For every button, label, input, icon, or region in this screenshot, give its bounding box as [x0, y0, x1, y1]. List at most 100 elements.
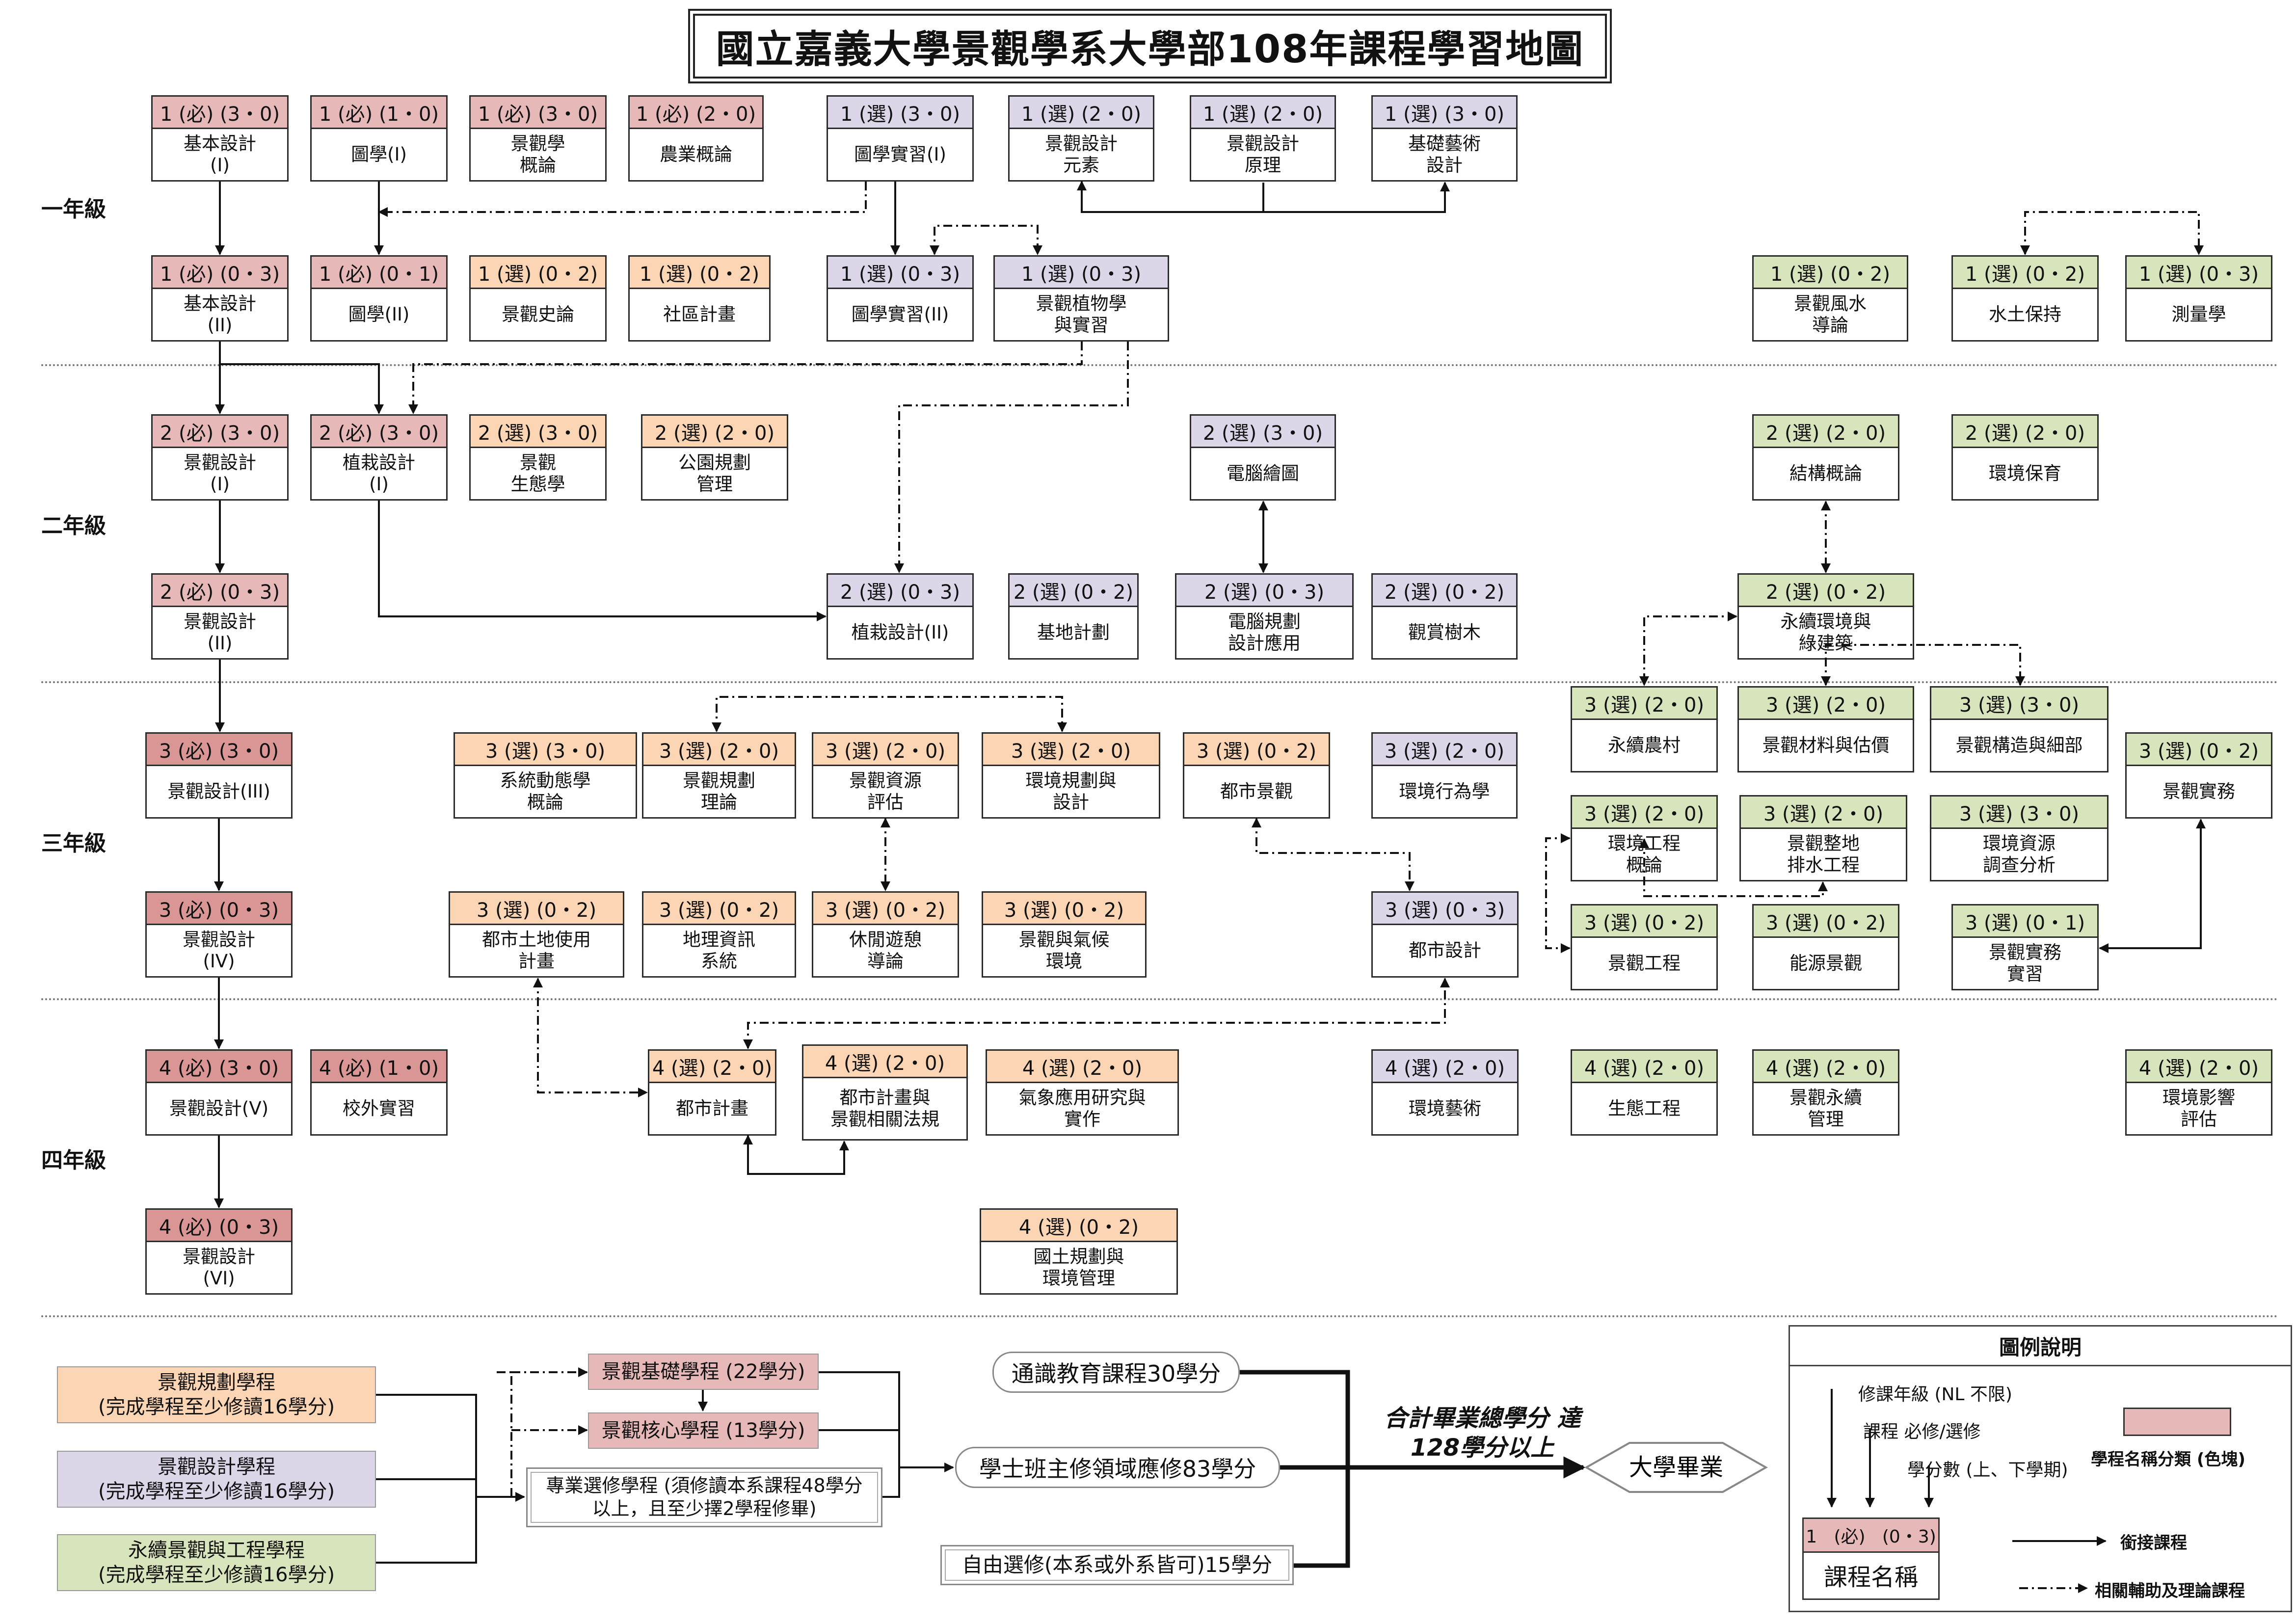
course-card[interactable]: 3 (選) (2・0)景觀規劃 理論 — [642, 732, 796, 819]
course-card[interactable]: 3 (選) (0・2)景觀工程 — [1571, 904, 1718, 990]
course-card[interactable]: 1 (必) (0・1)圖學(II) — [310, 255, 448, 342]
course-card[interactable]: 1 (必) (1・0)圖學(I) — [310, 95, 448, 182]
related-arrow — [1545, 833, 1571, 953]
course-card[interactable]: 3 (選) (0・2)地理資訊 系統 — [642, 891, 796, 978]
year-divider — [41, 998, 2279, 1000]
related-arrow — [2020, 211, 2204, 255]
program-design[interactable]: 景觀設計學程 (完成學程至少修讀16學分) — [57, 1451, 376, 1508]
course-card[interactable]: 4 (必) (1・0)校外實習 — [310, 1049, 448, 1136]
course-card[interactable]: 2 (選) (0・2)觀賞樹木 — [1371, 573, 1518, 660]
course-card[interactable]: 2 (選) (0・3)植栽設計(II) — [827, 573, 974, 660]
course-card[interactable]: 3 (選) (0・3)都市設計 — [1371, 891, 1519, 978]
program-core[interactable]: 景觀核心學程 (13學分) — [588, 1412, 819, 1449]
course-card[interactable]: 4 (選) (2・0)都市計畫與 景觀相關法規 — [802, 1044, 968, 1141]
course-card[interactable]: 4 (選) (2・0)景觀永續 管理 — [1752, 1049, 1899, 1136]
course-card[interactable]: 3 (選) (0・2)都市土地使用 計畫 — [449, 891, 624, 978]
course-card[interactable]: 2 (選) (2・0)公園規劃 管理 — [641, 414, 788, 501]
graduation-diamond — [1584, 1442, 1768, 1493]
program-sustainable[interactable]: 永續景觀與工程學程 (完成學程至少修讀16學分) — [57, 1534, 376, 1591]
year-divider — [41, 681, 2279, 683]
course-card[interactable]: 1 (選) (2・0)景觀設計 原理 — [1190, 95, 1336, 182]
course-card[interactable]: 4 (選) (2・0)環境藝術 — [1371, 1049, 1519, 1136]
course-card[interactable]: 3 (選) (2・0)永續農村 — [1571, 686, 1718, 772]
legend-sample-header: 1 (必) (0・3) — [1804, 1519, 1938, 1553]
course-card[interactable]: 3 (選) (2・0)景觀材料與估價 — [1737, 686, 1914, 772]
link-arrow — [743, 1135, 849, 1175]
program-planning[interactable]: 景觀規劃學程 (完成學程至少修讀16學分) — [57, 1366, 376, 1423]
general-education: 通識教育課程30學分 — [992, 1352, 1240, 1393]
legend: 圖例說明 — [1789, 1325, 2292, 1612]
course-card[interactable]: 1 (必) (2・0)農業概論 — [628, 95, 764, 182]
course-card[interactable]: 2 (選) (0・2)基地計劃 — [1008, 573, 1139, 660]
course-card[interactable]: 1 (選) (0・3)圖學實習(II) — [827, 255, 974, 342]
course-card[interactable]: 3 (必) (0・3)景觀設計 (IV) — [145, 891, 293, 978]
legend-required: 課程 必修/選修 — [1863, 1422, 1981, 1442]
related-arrow — [743, 978, 1450, 1049]
course-card[interactable]: 4 (選) (0・2)國土規劃與 環境管理 — [980, 1208, 1178, 1295]
related-arrow — [378, 182, 867, 217]
course-card[interactable]: 3 (選) (2・0)景觀整地 排水工程 — [1739, 795, 1907, 881]
course-card[interactable]: 3 (選) (3・0)環境資源 調查分析 — [1930, 795, 2109, 881]
legend-sample-card: 1 (必) (0・3) 課程名稱 — [1802, 1517, 1940, 1600]
course-card[interactable]: 3 (選) (2・0)環境規劃與 設計 — [982, 732, 1160, 819]
course-card[interactable]: 1 (選) (0・2)景觀風水 導論 — [1752, 255, 1908, 342]
year-label-1: 一年級 — [41, 197, 106, 222]
related-arrow — [930, 225, 1042, 255]
major-credits: 學士班主修領域應修83學分 — [955, 1447, 1280, 1488]
course-card[interactable]: 2 (選) (3・0)電腦繪圖 — [1190, 414, 1336, 501]
course-card[interactable]: 3 (選) (0・1)景觀實務 實習 — [1951, 904, 2099, 990]
page-title: 國立嘉義大學景觀學系大學部108年課程學習地圖 — [693, 14, 1607, 79]
course-card[interactable]: 3 (選) (2・0)景觀資源 評估 — [812, 732, 959, 819]
course-card[interactable]: 1 (選) (0・2)景觀史論 — [469, 255, 607, 342]
course-card[interactable]: 2 (必) (0・3)景觀設計 (II) — [151, 573, 289, 660]
course-card[interactable]: 3 (選) (0・2)能源景觀 — [1752, 904, 1899, 990]
course-card[interactable]: 3 (選) (3・0)系統動態學 概論 — [454, 732, 637, 819]
course-card[interactable]: 3 (選) (0・2)景觀與氣候 環境 — [982, 891, 1147, 978]
related-arrow — [894, 342, 1129, 573]
course-card[interactable]: 2 (必) (3・0)植栽設計 (I) — [310, 414, 448, 501]
course-card[interactable]: 1 (選) (0・3)景觀植物學 與實習 — [993, 255, 1169, 342]
course-card[interactable]: 1 (必) (0・3)基本設計 (II) — [151, 255, 289, 342]
course-card[interactable]: 1 (選) (2・0)景觀設計 元素 — [1008, 95, 1154, 182]
course-card[interactable]: 2 (必) (3・0)景觀設計 (I) — [151, 414, 289, 501]
course-card[interactable]: 3 (選) (0・2)都市景觀 — [1183, 732, 1330, 819]
course-card[interactable]: 4 (選) (2・0)氣象應用研究與 實作 — [986, 1049, 1179, 1136]
course-card[interactable]: 3 (選) (2・0)環境工程 概論 — [1571, 795, 1718, 881]
course-card[interactable]: 4 (必) (3・0)景觀設計(V) — [145, 1049, 293, 1136]
year-label-3: 三年級 — [41, 831, 106, 856]
legend-link: 銜接課程 — [2120, 1533, 2187, 1553]
course-card[interactable]: 3 (選) (0・2)休閒遊憩 導論 — [812, 891, 959, 978]
legend-related: 相關輔助及理論課程 — [2095, 1581, 2245, 1601]
course-card[interactable]: 4 (選) (2・0)環境影響 評估 — [2125, 1049, 2272, 1136]
program-elective[interactable]: 專業選修學程 (須修讀本系課程48學分 以上，且至少擇2學程修畢) — [526, 1467, 882, 1527]
course-card[interactable]: 3 (選) (3・0)景觀構造與細部 — [1930, 686, 2109, 772]
year-label-2: 二年級 — [41, 513, 106, 538]
course-card[interactable]: 4 (選) (2・0)都市計畫 — [648, 1049, 776, 1136]
program-basic[interactable]: 景觀基礎學程 (22學分) — [588, 1354, 819, 1390]
course-card[interactable]: 2 (選) (0・2)永續環境與 綠建築 — [1737, 573, 1914, 660]
course-card[interactable]: 1 (必) (3・0)基本設計 (I) — [151, 95, 289, 182]
course-card[interactable]: 1 (選) (0・3)測量學 — [2125, 255, 2272, 342]
course-card[interactable]: 2 (選) (2・0)結構概論 — [1752, 414, 1899, 501]
legend-category: 學程名稱分類 (色塊) — [2091, 1450, 2245, 1469]
course-card[interactable]: 3 (必) (3・0)景觀設計(III) — [145, 732, 293, 819]
course-card[interactable]: 1 (必) (3・0)景觀學 概論 — [469, 95, 607, 182]
course-card[interactable]: 4 (選) (2・0)生態工程 — [1571, 1049, 1718, 1136]
legend-year: 修課年級 (NL 不限) — [1858, 1384, 2012, 1405]
course-card[interactable]: 2 (選) (2・0)環境保育 — [1951, 414, 2099, 501]
link-arrow — [1077, 181, 1450, 213]
course-card[interactable]: 1 (選) (0・2)社區計畫 — [628, 255, 771, 342]
course-card[interactable]: 3 (選) (2・0)環境行為學 — [1371, 732, 1518, 819]
course-card[interactable]: 1 (選) (3・0)基礎藝術 設計 — [1371, 95, 1518, 182]
course-card[interactable]: 4 (必) (0・3)景觀設計 (VI) — [145, 1208, 293, 1295]
legend-color-swatch — [2123, 1408, 2231, 1436]
course-card[interactable]: 3 (選) (0・2)景觀實務 — [2125, 732, 2272, 819]
course-card[interactable]: 1 (選) (3・0)圖學實習(I) — [827, 95, 974, 182]
year-divider — [41, 364, 2279, 366]
course-card[interactable]: 2 (選) (0・3)電腦規劃 設計應用 — [1175, 573, 1354, 660]
legend-credits: 學分數 (上、下學期) — [1907, 1460, 2068, 1480]
related-arrow — [712, 696, 1067, 732]
course-card[interactable]: 1 (選) (0・2)水土保持 — [1951, 255, 2099, 342]
course-card[interactable]: 2 (選) (3・0)景觀 生態學 — [469, 414, 607, 501]
